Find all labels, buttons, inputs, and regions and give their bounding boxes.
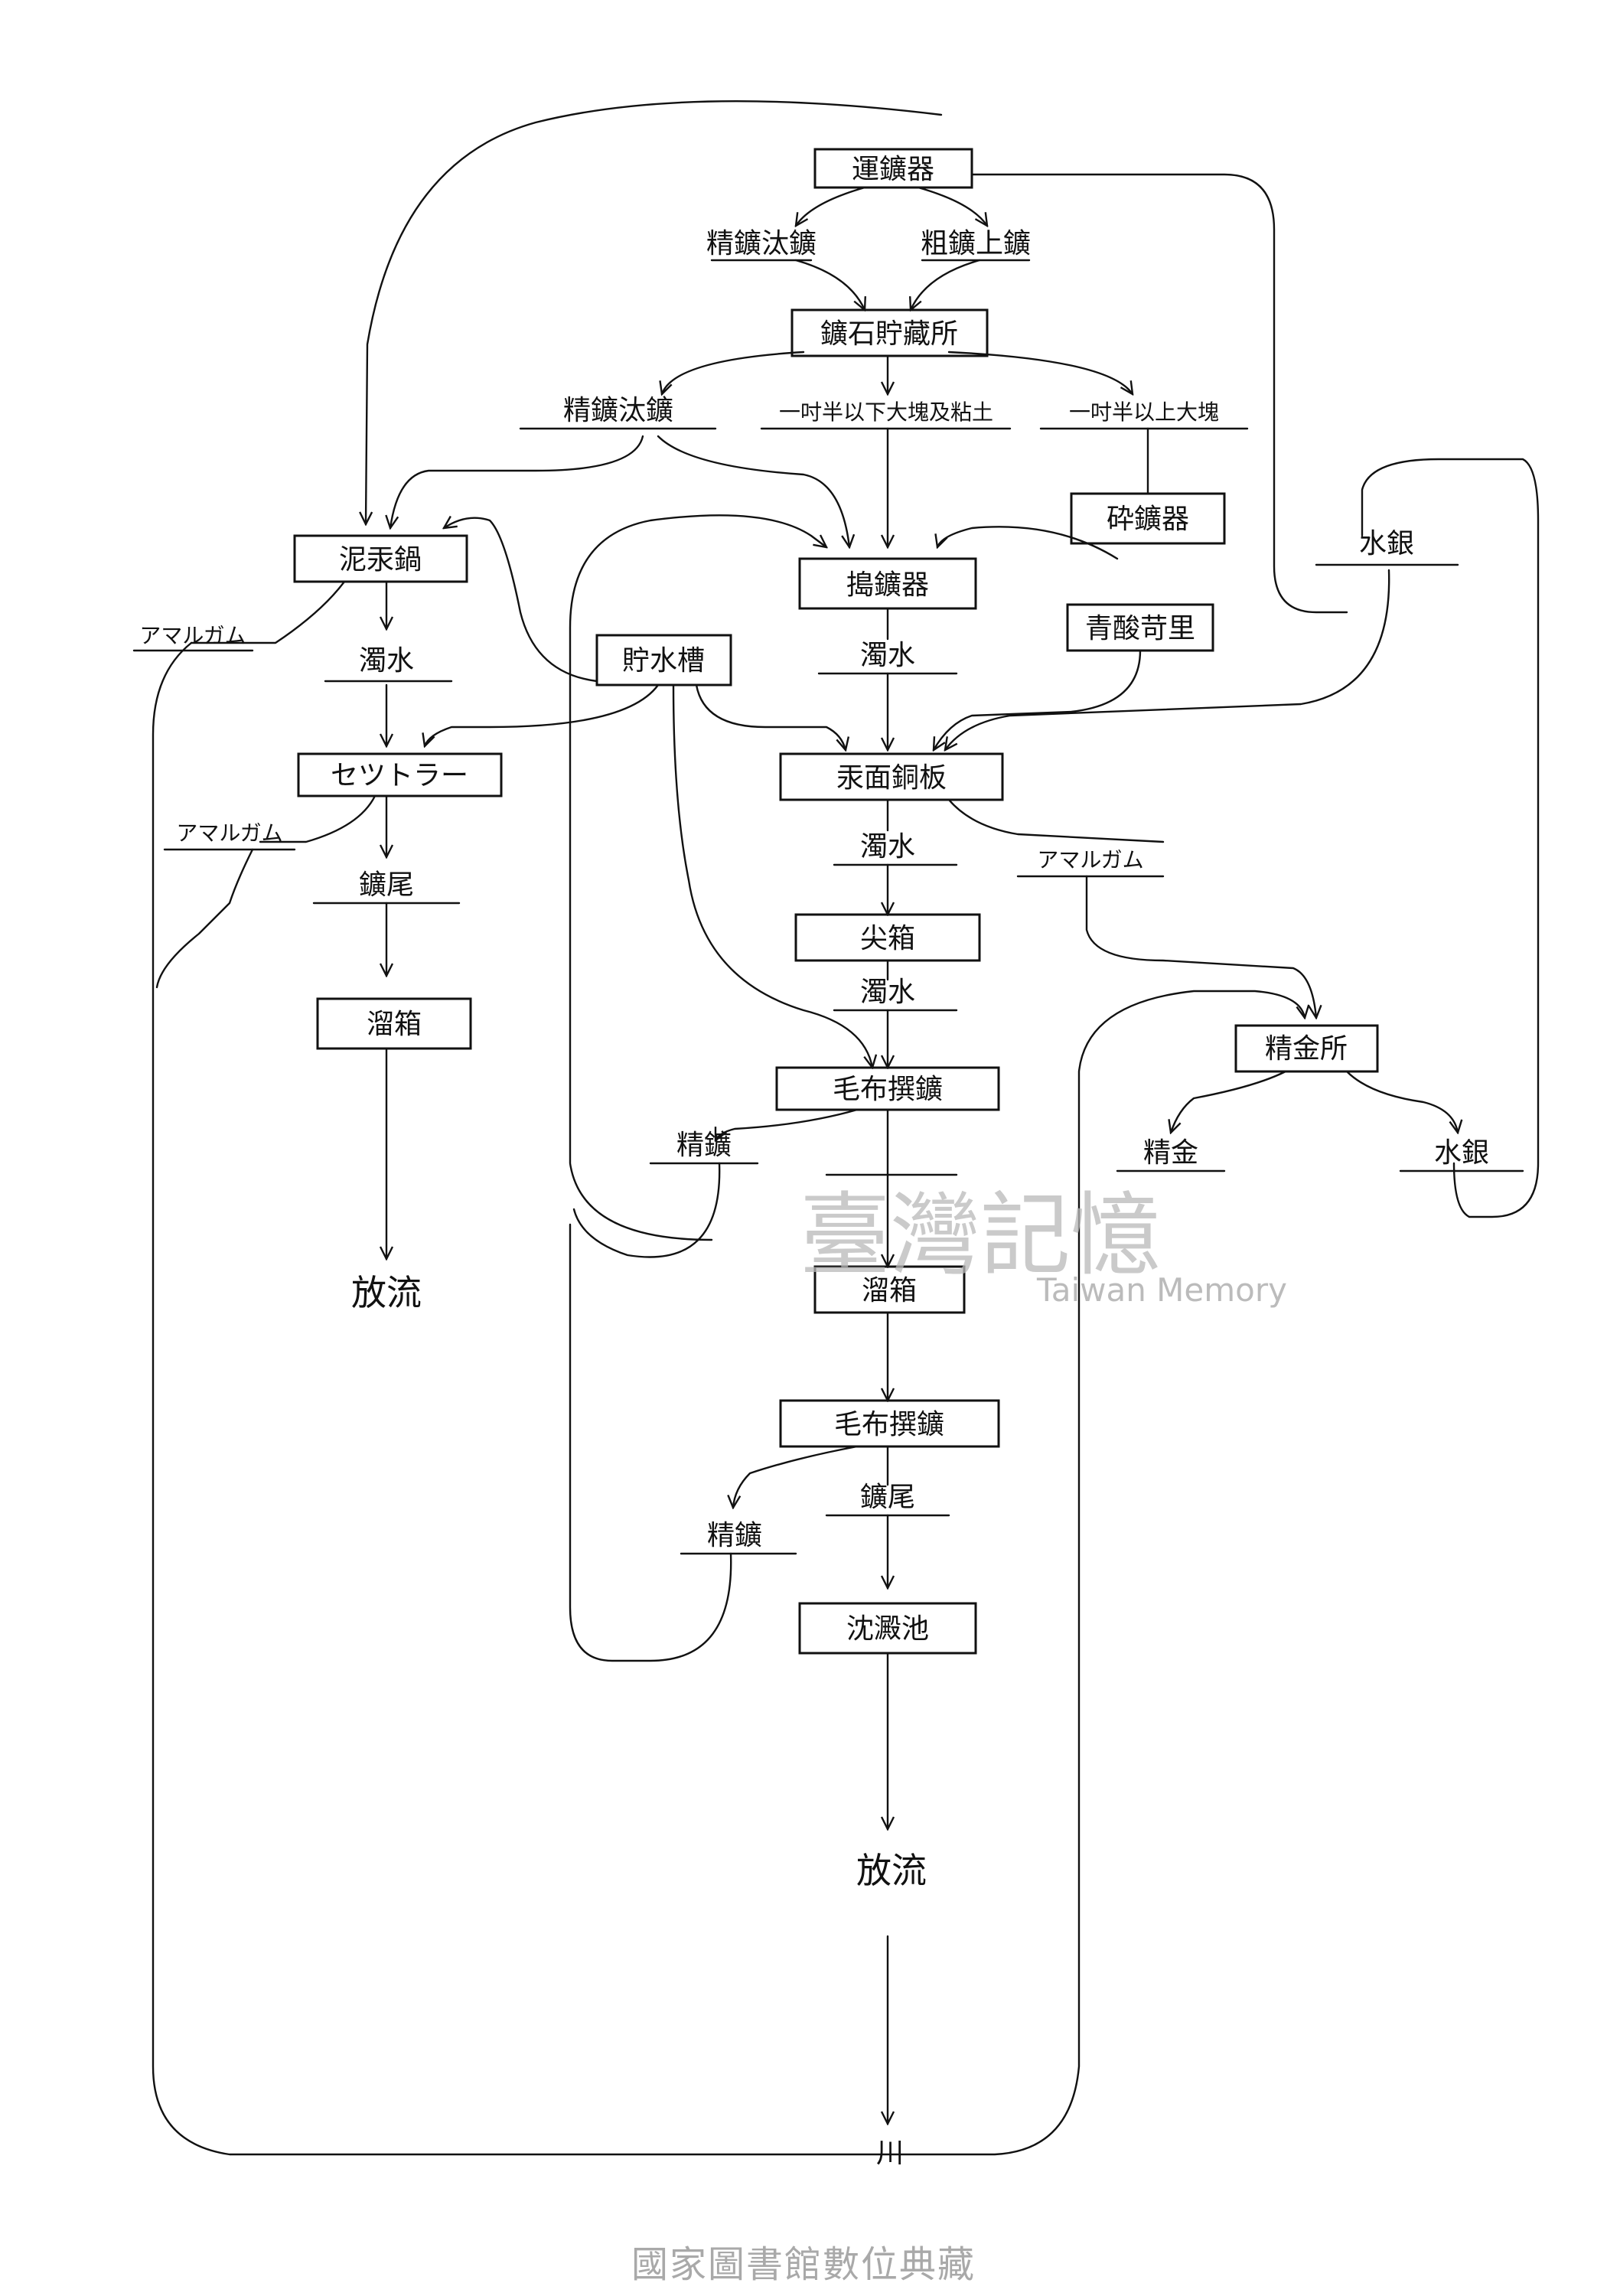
lower-left-loop-to-stamp [569,514,826,1241]
node-muddy-water-4: 濁水 [860,977,915,1008]
cyanide-to-plate [934,649,1142,750]
node-refined-ore-3: 精鑛 [676,1130,732,1161]
box-stamp-mill [798,557,977,610]
box-sluice-2 [813,1265,966,1314]
refined2-to-stamp [657,435,849,547]
box-mercury-pot [293,534,468,583]
watermark-chinese: 臺灣記憶 [800,1182,1161,1288]
node-muddy-water-2: 濁水 [860,640,915,671]
watermark: 臺灣記憶 Taiwan Memory [800,1182,1287,1309]
node-mercury-2: 水銀 [1434,1137,1489,1169]
amalgam-left-outer-loop [152,641,1305,2156]
storage-to-refined-2 [662,351,805,394]
node-mercury-pot: 泥汞鍋 [339,544,422,576]
refined2-to-pot [390,435,644,528]
box-water-tank [595,634,732,687]
node-sluice-2: 溜箱 [862,1275,917,1306]
box-blanket-1 [775,1066,1000,1111]
label-underlines [132,259,1524,1555]
node-river: 川 [876,2138,904,2169]
node-refined-ore-4: 精鑛 [707,1520,762,1551]
node-small-lumps: 一吋半以下大塊及粘土 [779,400,993,425]
box-refinery [1234,1024,1379,1073]
rough-to-storage [911,259,981,310]
node-crusher: 砕鑛器 [1107,504,1189,535]
node-discharge-1-a: 放流 [351,1272,422,1313]
tank-to-pot-loop [444,518,598,683]
loop-top-to-mercury-pot [366,100,1348,614]
node-discharge-2: 放流 [856,1850,927,1891]
node-blanket-2: 毛布撰鑛 [834,1409,944,1440]
node-refined-ore-2: 精鑛汰鑛 [563,395,673,426]
node-ore-storage: 鑛石貯藏所 [820,318,958,350]
node-rough-ore-1: 粗鑛上鑛 [921,228,1031,259]
box-blanket-2 [779,1399,1000,1448]
boxes [293,148,1379,1655]
box-copper-plate [779,752,1004,801]
amalgam3-to-refinery [1085,875,1316,1018]
ore-carrier-to-refined [796,186,866,226]
box-settling-pond [798,1602,977,1655]
connectors [152,100,1540,2156]
footer-caption: 國家圖書館數位典藏 [631,2243,976,2286]
blanket1-to-refined3 [715,1108,859,1140]
refined-to-storage [794,259,865,310]
box-pointed-box [794,913,981,962]
amalgam2-left-join [155,848,254,989]
tank-to-plate [695,683,846,750]
tank-to-settler [425,683,660,746]
settler-to-amalgam2 [259,794,376,843]
refined3-loop [572,1162,721,1258]
ore-carrier-to-rough [917,186,987,226]
node-cyanide: 青酸苛里 [1085,613,1195,644]
node-tailings-1: 鑛尾 [359,869,414,901]
watermark-english: Taiwan Memory [1036,1271,1287,1309]
node-water-tank: 貯水槽 [622,645,705,677]
plate-to-amalgam3 [947,798,1165,843]
node-refined-gold: 精金 [1143,1137,1198,1169]
node-refined-ore-1: 精鑛汰鑛 [706,228,817,259]
pot-to-amalgam1 [190,580,346,644]
node-amalgam-1: アマルガム [139,623,246,648]
node-large-lumps: 一吋半以上大塊 [1069,400,1219,425]
box-ore-storage [790,308,989,357]
blanket2-to-refined4 [733,1445,859,1508]
box-settler [297,752,503,797]
node-blanket-1: 毛布撰鑛 [833,1074,943,1105]
refinery-to-gold [1171,1070,1287,1133]
node-copper-plate: 汞面銅板 [836,762,947,794]
tank-to-blanket1 [672,683,872,1068]
node-stamp-mill: 搗鑛器 [846,569,929,601]
node-refinery: 精金所 [1265,1033,1348,1065]
box-cyanide [1066,603,1214,652]
storage-to-large [947,351,1133,394]
node-sluice-1: 溜箱 [367,1009,422,1040]
node-tailings-2: 鑛尾 [860,1482,915,1513]
mercury-right-loop [1361,458,1540,1218]
box-sluice-1 [316,997,472,1050]
refined4-loop [569,1223,732,1662]
node-ore-carrier: 運鑛器 [852,154,934,185]
mercury1-to-plate [945,569,1390,750]
node-settling-pond: 沈澱池 [846,1613,929,1645]
node-mercury-1: 水銀 [1359,528,1414,559]
refinery-to-mercury2 [1345,1070,1458,1133]
node-settler: セツトラー [331,760,468,791]
node-muddy-water-1: 濁水 [359,645,414,677]
box-ore-carrier [813,148,973,189]
box-crusher [1070,492,1226,545]
node-pointed-box: 尖箱 [860,923,915,954]
node-muddy-water-3: 濁水 [860,831,915,863]
labels: 運鑛器 精鑛汰鑛 粗鑛上鑛 鑛石貯藏所 精鑛汰鑛 一吋半以下大塊及粘土 一吋半以… [139,154,1489,2169]
node-amalgam-3: アマルガム [1037,847,1143,872]
node-amalgam-2: アマルガム [176,820,282,846]
